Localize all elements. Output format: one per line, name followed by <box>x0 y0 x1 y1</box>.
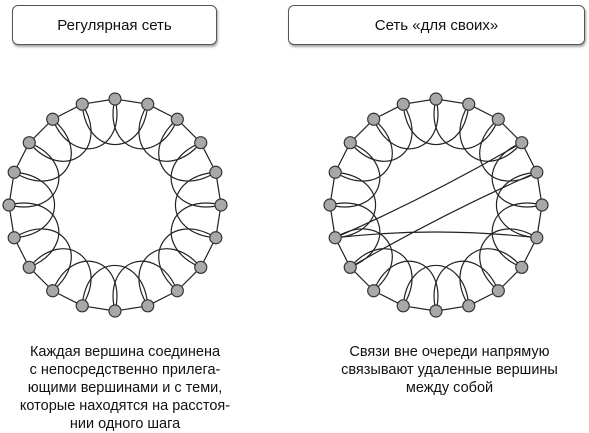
second-neighbour-edge <box>81 104 149 145</box>
network-node <box>141 97 155 111</box>
caption-line: Каждая вершина соединена <box>29 344 221 360</box>
regular-network-title: Регулярная сеть <box>12 5 217 45</box>
network-node <box>75 299 89 313</box>
second-neighbour-edge <box>335 171 376 239</box>
insider-network-caption: Связи вне очереди напрямую связывают уда… <box>322 343 577 397</box>
caption-line: Связи вне очереди напрямую <box>349 344 550 360</box>
network-node <box>530 231 544 245</box>
regular-network-title-text: Регулярная сеть <box>57 16 172 34</box>
edges <box>329 98 543 312</box>
shortcut-edge <box>334 142 523 239</box>
network-node <box>343 260 357 274</box>
network-node <box>328 231 342 245</box>
insider-network-graph <box>323 92 549 318</box>
second-neighbour-edge <box>433 260 499 312</box>
network-node <box>535 198 549 212</box>
nodes <box>323 92 549 318</box>
second-neighbour-edge <box>349 103 413 162</box>
caption-line: между собой <box>405 380 494 396</box>
network-node <box>462 97 476 111</box>
network-node <box>46 284 60 298</box>
insider-network-title-text: Сеть «для своих» <box>374 16 499 34</box>
network-node <box>46 112 60 126</box>
second-neighbour-edge <box>13 118 72 182</box>
second-neighbour-edge <box>170 202 222 268</box>
shortcut-edge <box>335 231 537 239</box>
second-neighbour-edge <box>373 260 439 312</box>
second-neighbour-edge <box>459 248 523 307</box>
second-neighbour-edge <box>52 98 118 150</box>
network-node <box>396 97 410 111</box>
second-neighbour-edge <box>8 202 60 268</box>
caption-line: которые находятся на расстоя- <box>19 398 231 414</box>
edges <box>8 98 222 312</box>
network-node <box>515 136 529 150</box>
network-node <box>108 92 122 106</box>
second-neighbour-edge <box>112 98 178 150</box>
caption-line: нии одного шага <box>69 416 181 432</box>
second-neighbour-edge <box>13 228 72 292</box>
second-neighbour-edge <box>329 142 381 208</box>
network-node <box>194 136 208 150</box>
network-node <box>7 231 21 245</box>
second-neighbour-edge <box>81 265 149 306</box>
second-neighbour-edge <box>52 260 118 312</box>
network-node <box>396 299 410 313</box>
network-node <box>367 112 381 126</box>
network-node <box>194 260 208 274</box>
caption-line: с непосредственно прилега- <box>29 362 221 378</box>
second-neighbour-edge <box>402 104 470 145</box>
second-neighbour-edge <box>138 248 202 307</box>
second-neighbour-edge <box>158 118 217 182</box>
network-node <box>2 198 16 212</box>
shortcut-edge <box>349 171 538 268</box>
second-neighbour-edge <box>491 202 543 268</box>
network-node <box>141 299 155 313</box>
second-neighbour-edge <box>459 103 523 162</box>
second-neighbour-edge <box>479 228 538 292</box>
regular-network-caption: Каждая вершина соединена с непосредствен… <box>5 343 245 433</box>
second-neighbour-edge <box>8 142 60 208</box>
network-node <box>328 165 342 179</box>
network-node <box>108 304 122 318</box>
second-neighbour-edge <box>112 260 178 312</box>
network-node <box>75 97 89 111</box>
network-node <box>367 284 381 298</box>
second-neighbour-edge <box>28 103 92 162</box>
caption-line: связывают удаленные вершины <box>341 362 558 378</box>
network-node <box>491 112 505 126</box>
second-neighbour-edge <box>373 98 439 150</box>
second-neighbour-edge <box>433 98 499 150</box>
regular-network-graph <box>2 92 228 318</box>
network-node <box>170 112 184 126</box>
second-neighbour-edge <box>334 118 393 182</box>
second-neighbour-edge <box>138 103 202 162</box>
network-node <box>22 136 36 150</box>
network-node <box>429 304 443 318</box>
network-node <box>209 165 223 179</box>
second-neighbour-edge <box>349 248 413 307</box>
caption-line: ющими вершинами и с теми, <box>27 380 223 396</box>
network-node <box>214 198 228 212</box>
second-neighbour-edge <box>28 248 92 307</box>
second-neighbour-edge <box>170 142 222 208</box>
network-node <box>429 92 443 106</box>
network-node <box>462 299 476 313</box>
insider-network-title: Сеть «для своих» <box>288 5 585 45</box>
network-node <box>491 284 505 298</box>
second-neighbour-edge <box>175 171 216 239</box>
network-node <box>530 165 544 179</box>
nodes <box>2 92 228 318</box>
network-node <box>170 284 184 298</box>
second-neighbour-edge <box>402 265 470 306</box>
network-node <box>343 136 357 150</box>
second-neighbour-edge <box>158 228 217 292</box>
network-node <box>22 260 36 274</box>
network-node <box>209 231 223 245</box>
second-neighbour-edge <box>14 171 55 239</box>
second-neighbour-edge <box>496 171 537 239</box>
network-node <box>323 198 337 212</box>
network-node <box>7 165 21 179</box>
network-node <box>515 260 529 274</box>
